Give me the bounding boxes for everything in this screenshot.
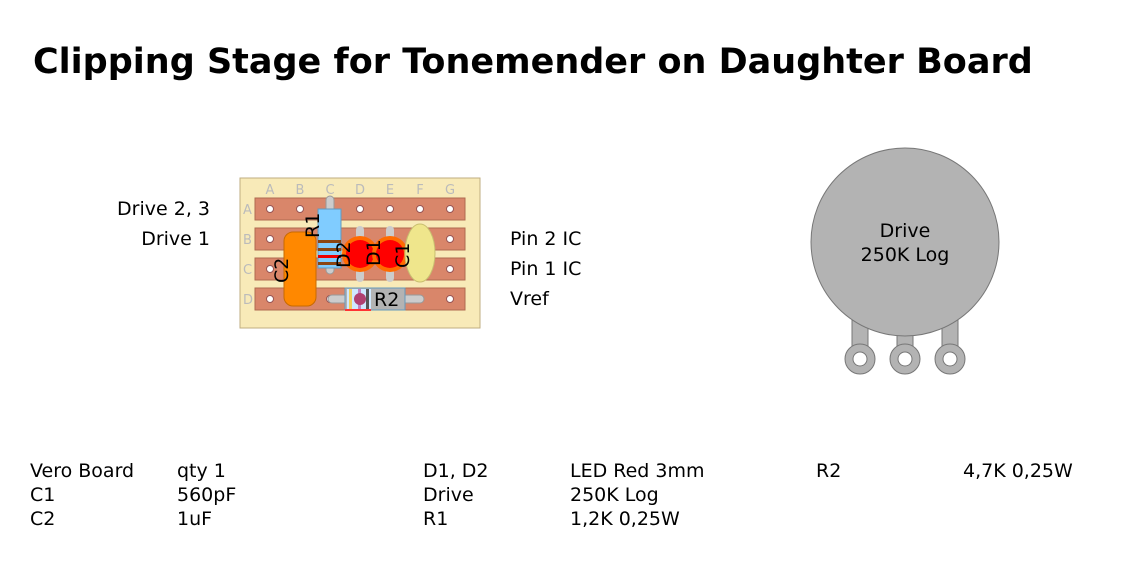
row-label: D — [243, 293, 253, 308]
label-pin2-ic: Pin 2 IC — [510, 228, 582, 250]
d1-label: D1 — [363, 239, 385, 266]
bom-value: 1uF — [177, 508, 213, 530]
hole — [416, 205, 424, 213]
bom-item: R2 — [816, 460, 842, 482]
hole — [266, 265, 274, 273]
capacitor-c1 — [404, 223, 436, 283]
capacitor-c2 — [283, 231, 317, 307]
column-label: F — [416, 183, 423, 198]
hole — [446, 235, 454, 243]
bom-value: 560pF — [177, 484, 237, 506]
label-vref: Vref — [510, 288, 549, 310]
label-drive-1: Drive 1 — [141, 228, 210, 250]
potentiometer-drive: Drive 250K Log — [810, 147, 1000, 375]
pot-name: Drive — [880, 220, 931, 242]
resistor-r1 — [317, 208, 342, 269]
hole — [446, 265, 454, 273]
c2-label: C2 — [271, 258, 293, 283]
label-drive-2-3: Drive 2, 3 — [117, 198, 210, 220]
bom-value: 250K Log — [570, 484, 659, 506]
column-label: D — [355, 183, 365, 198]
page-title: Clipping Stage for Tonemender on Daughte… — [33, 42, 1033, 82]
label-pin1-ic: Pin 1 IC — [510, 258, 582, 280]
d2-label: D2 — [333, 241, 355, 268]
column-label: G — [445, 183, 455, 198]
bom-item: C2 — [30, 508, 56, 530]
bom-item: C1 — [30, 484, 56, 506]
hole — [356, 205, 364, 213]
bom-value: LED Red 3mm — [570, 460, 705, 482]
column-label: E — [386, 183, 394, 198]
hole — [266, 295, 274, 303]
bom-value: 4,7K 0,25W — [963, 460, 1073, 482]
hole — [266, 235, 274, 243]
hole — [446, 205, 454, 213]
hole — [266, 205, 274, 213]
bom-item: Vero Board — [30, 460, 135, 482]
hole — [296, 205, 304, 213]
hole — [386, 205, 394, 213]
bom-item: Drive — [423, 484, 474, 506]
r2-label: R2 — [374, 289, 399, 311]
c1-label: C1 — [392, 243, 414, 268]
bom-value: 1,2K 0,25W — [570, 508, 680, 530]
hole — [446, 295, 454, 303]
bom-value: qty 1 — [177, 460, 226, 482]
r1-label: R1 — [302, 213, 324, 238]
row-label: A — [243, 203, 252, 218]
column-label: B — [296, 183, 305, 198]
pot-value: 250K Log — [861, 244, 950, 266]
row-label: B — [243, 233, 252, 248]
bom-item: R1 — [423, 508, 449, 530]
column-label: C — [325, 183, 334, 198]
row-label: C — [243, 263, 252, 278]
column-label: A — [266, 183, 275, 198]
bom-item: D1, D2 — [423, 460, 489, 482]
